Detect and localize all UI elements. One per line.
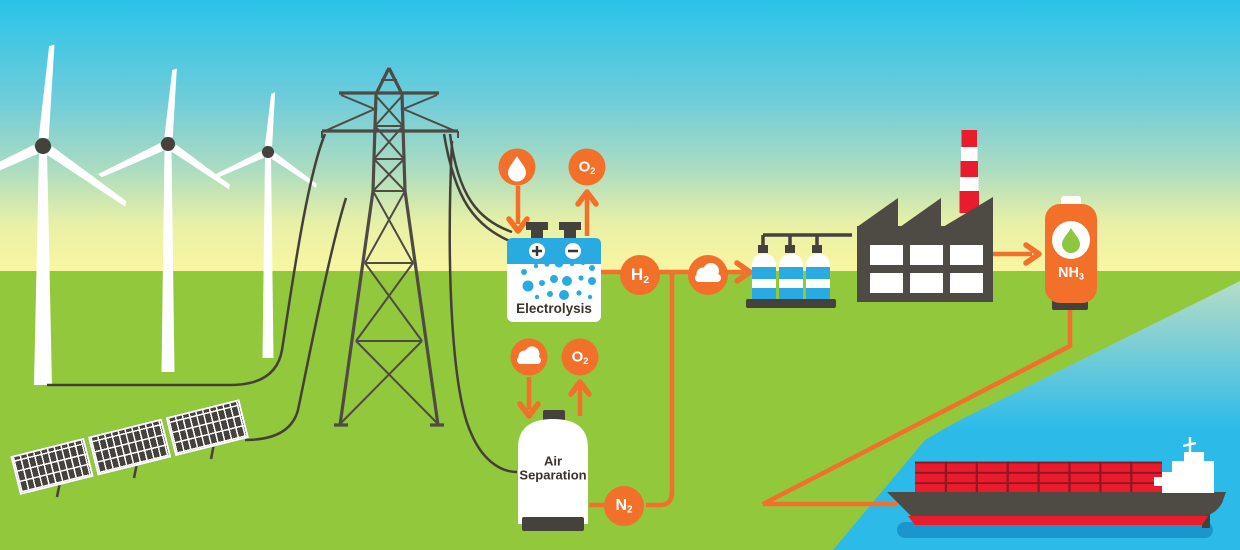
arrowhead-o2-up-mid: [568, 379, 592, 397]
power-cables: [47, 133, 518, 474]
cable-pylon-to-electrolysis-1: [448, 133, 513, 234]
chimney: [959, 130, 979, 213]
cargo-ship: [887, 437, 1226, 538]
cloud-badge-line: [688, 255, 728, 295]
air-separation-label: Air Separation: [519, 453, 587, 482]
containers: [915, 461, 1162, 493]
flow-nh3-to-ship: [761, 310, 1073, 507]
flow-badges: [498, 148, 728, 526]
ship-rudder: [1202, 514, 1210, 528]
nitrogen-label: N2: [615, 496, 633, 516]
arrowhead-air-down: [517, 401, 541, 419]
electrolysis-bubbles: [521, 258, 596, 300]
sky: [0, 0, 1240, 272]
flow-n2-join: [646, 272, 675, 508]
cable-pylon-to-air-separation: [448, 140, 518, 474]
oxygen-badge-mid: [561, 338, 599, 376]
electrolysis-unit: [507, 222, 601, 322]
oxygen-badge-top: [568, 148, 606, 186]
oxygen-label-mid: O2: [571, 348, 589, 366]
electrolysis-top-band: [507, 238, 601, 264]
air-separation-unit: [518, 410, 588, 531]
green-droplet-icon: [1062, 228, 1080, 253]
flow-arrowheads: [506, 189, 1042, 419]
ammonia-tank: [1045, 196, 1097, 310]
tank-platform: [746, 299, 836, 308]
nitrogen-badge: [604, 486, 644, 526]
water-droplet-icon: [508, 156, 526, 182]
wind-turbine-2: [98, 68, 230, 372]
cable-turbines-to-pylon: [47, 133, 327, 387]
ammonia-label: NH3: [1058, 265, 1084, 282]
factory-windows: [870, 245, 983, 293]
hydrogen-label: H2: [630, 265, 650, 286]
cable-solar-to-pylon: [244, 197, 348, 442]
gas-storage-tanks: [746, 233, 852, 308]
ship-superstructure: [1154, 452, 1214, 493]
factory: [857, 130, 993, 302]
cloud-icon: [695, 263, 721, 282]
cloud-badge-air: [510, 338, 548, 376]
tank-1: [752, 254, 776, 300]
ship-waterline-stripe: [908, 516, 1208, 525]
ship-hull: [887, 492, 1226, 516]
oxygen-label-top: O2: [578, 158, 596, 176]
wind-turbine-3: [212, 92, 317, 358]
wind-turbine-1: [0, 44, 127, 385]
arrowhead-into-tanks: [734, 260, 753, 284]
tank-3: [806, 254, 830, 300]
arrowhead-water-down: [506, 216, 530, 234]
ship-reflection: [897, 522, 1213, 538]
tank-2: [779, 254, 803, 300]
hydrogen-badge: [620, 255, 660, 295]
power-pylon: [321, 67, 459, 427]
arrowhead-into-nh3: [1023, 242, 1042, 266]
cloud-icon: [517, 346, 541, 364]
cable-pylon-to-electrolysis-2: [442, 133, 515, 245]
arrowhead-o2-up-top: [575, 189, 599, 207]
electrolysis-label: Electrolysis: [516, 300, 592, 316]
